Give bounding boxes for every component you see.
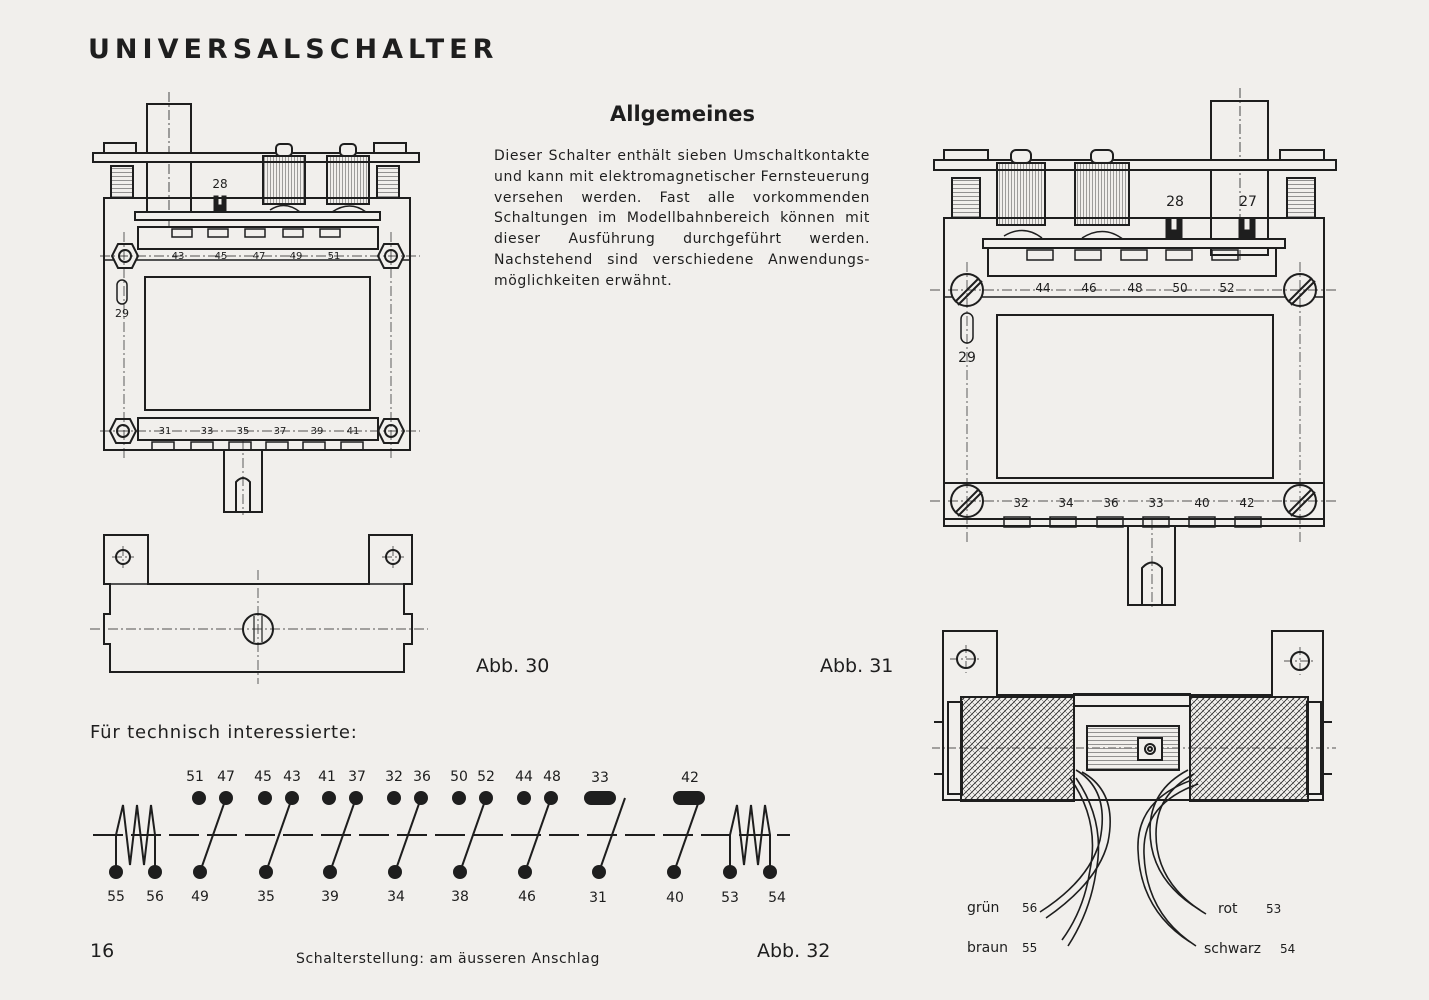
fig32-contact-label: 31 — [589, 890, 607, 906]
fig30-contact-label: 51 — [328, 251, 341, 262]
fig30-switch-top-view — [92, 92, 420, 515]
fig30-contact-label: 43 — [172, 251, 185, 262]
fig31-contact-label: 36 — [1103, 496, 1118, 510]
fig32-contact-label: 36 — [413, 769, 431, 785]
fig32-contact-label: 37 — [348, 769, 366, 785]
wire-number-label: 54 — [1280, 942, 1295, 956]
fig32-contact-label: 56 — [146, 889, 164, 905]
fig30-terminal-label: 28 — [212, 177, 227, 191]
fig32-contact-label: 41 — [318, 769, 336, 785]
body-line: und kann mit elektromagnetischer Fernste… — [494, 168, 870, 185]
fig31-contact-label: 33 — [1148, 496, 1163, 510]
fig31-contact-label: 44 — [1035, 281, 1050, 295]
fig30-contact-label: 41 — [347, 426, 360, 437]
fig31-switch-top-view — [930, 88, 1338, 610]
wire-number-label: 55 — [1022, 941, 1037, 955]
fig32-contact-label: 47 — [217, 769, 235, 785]
wire-color-label: rot — [1218, 901, 1238, 917]
fig32-contact-label: 45 — [254, 769, 272, 785]
wire-number-label: 53 — [1266, 902, 1281, 916]
fig30-contact-label: 45 — [215, 251, 228, 262]
fig32-contact-label: 42 — [681, 770, 699, 786]
fig32-contact-label: 35 — [257, 889, 275, 905]
fig31-contact-label: 32 — [1013, 496, 1028, 510]
fig32-contact-label: 54 — [768, 890, 786, 906]
fig32-schematic — [93, 791, 790, 879]
fig31-coil-view — [932, 630, 1336, 947]
fig30-contact-label: 33 — [201, 426, 214, 437]
fig31-contact-label: 40 — [1194, 496, 1209, 510]
fig31-caption: Abb. 31 — [820, 655, 894, 677]
fig32-contact-label: 55 — [107, 889, 125, 905]
fig31-side-label: 29 — [958, 350, 976, 366]
body-line: möglichkeiten erwähnt. — [494, 272, 673, 289]
fig32-labels: 51 47 45 43 41 37 32 36 50 52 44 48 33 4… — [107, 769, 786, 906]
body-line: Schaltungen im Modellbahnbereich können … — [494, 210, 870, 227]
fig31-contact-label: 42 — [1239, 496, 1254, 510]
fig32-contact-label: 33 — [591, 770, 609, 786]
fig32-contact-label: 39 — [321, 889, 339, 905]
body-line: Dieser Schalter enthält sieben Umschaltk… — [494, 148, 870, 164]
fig30-contact-label: 37 — [274, 426, 287, 437]
fig32-contact-label: 50 — [450, 769, 468, 785]
fig32-contact-label: 49 — [191, 889, 209, 905]
fig30-contact-label: 31 — [159, 426, 172, 437]
wire-number-label: 56 — [1022, 901, 1037, 915]
fig31-wire-labels: grün 56 braun 55 rot 53 schwarz 54 — [967, 900, 1295, 957]
section-heading: Allgemeines — [610, 102, 755, 126]
fig32-contact-label: 48 — [543, 769, 561, 785]
fig32-contact-label: 53 — [721, 890, 739, 906]
page-number: 16 — [90, 940, 115, 962]
wire-color-label: schwarz — [1204, 941, 1261, 957]
fig31-terminal-label: 27 — [1239, 194, 1257, 210]
fig30-labels: 28 43 45 47 49 51 29 31 33 35 37 39 41 — [115, 177, 359, 437]
fig30-caption: Abb. 30 — [476, 655, 550, 677]
fig30-contact-label: 47 — [253, 251, 266, 262]
fig32-contact-label: 51 — [186, 769, 204, 785]
body-line: versehen werden. Fast alle vorkommenden — [494, 189, 870, 206]
fig31-contact-label: 50 — [1172, 281, 1187, 295]
fig31-contact-label: 52 — [1219, 281, 1234, 295]
fig32-contact-label: 46 — [518, 889, 536, 905]
fig31-contact-label: 46 — [1081, 281, 1096, 295]
footer-note: Schalterstellung: am äusseren Anschlag — [296, 951, 600, 967]
fig31-labels: 28 27 44 46 48 50 52 29 32 34 36 33 40 4… — [958, 194, 1257, 510]
body-line: dieser Ausführung durchgeführt werden. — [494, 231, 870, 248]
fig30-side-label: 29 — [115, 307, 129, 320]
wire-color-label: braun — [967, 940, 1008, 956]
wire-color-label: grün — [967, 900, 999, 916]
fig32-contact-label: 38 — [451, 889, 469, 905]
fig30-contact-label: 49 — [290, 251, 303, 262]
tech-heading: Für technisch interessierte: — [90, 722, 358, 743]
page-title: UNIVERSALSCHALTER — [88, 34, 499, 65]
fig32-contact-label: 34 — [387, 889, 405, 905]
fig31-terminal-label: 28 — [1166, 194, 1184, 210]
fig30-switch-side-view — [90, 534, 428, 684]
fig30-contact-label: 39 — [311, 426, 324, 437]
fig32-contact-label: 52 — [477, 769, 495, 785]
fig32-caption: Abb. 32 — [757, 940, 831, 962]
fig30-contact-label: 35 — [237, 426, 250, 437]
section-body: Dieser Schalter enthält sieben Umschaltk… — [494, 146, 870, 292]
fig31-contact-label: 48 — [1127, 281, 1142, 295]
body-line: Nachstehend sind verschiedene Anwendungs… — [494, 251, 870, 268]
fig31-contact-label: 34 — [1058, 496, 1073, 510]
fig32-contact-label: 32 — [385, 769, 403, 785]
fig32-contact-label: 43 — [283, 769, 301, 785]
fig32-contact-label: 44 — [515, 769, 533, 785]
fig32-contact-label: 40 — [666, 890, 684, 906]
